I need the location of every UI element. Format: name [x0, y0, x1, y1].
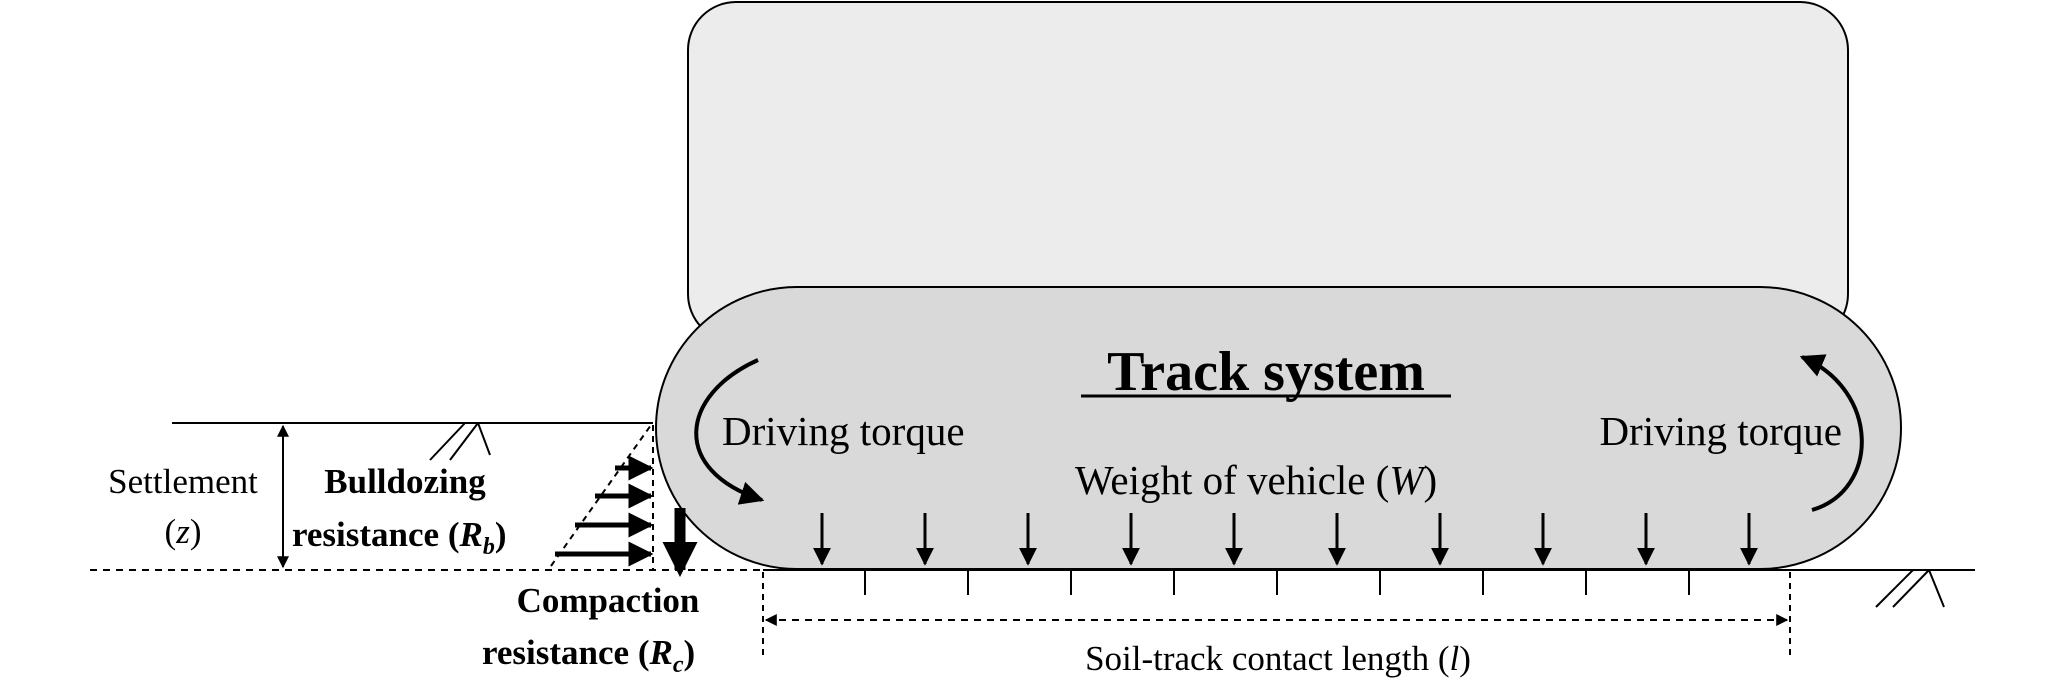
contact-length-label: Soil-track contact length (l)	[1085, 639, 1471, 678]
contact-ticks	[864, 570, 1690, 595]
settlement-symbol: (z)	[165, 512, 202, 551]
bulldozing-arrows	[555, 455, 654, 567]
bulldozing-resistance-label: resistance (Rb)	[292, 515, 507, 560]
compaction-resistance-label: resistance (Rc)	[482, 633, 695, 678]
driving-torque-arrow-right	[1799, 354, 1864, 512]
ground-hatch-left	[429, 422, 491, 461]
weight-label: Weight of vehicle (W)	[1075, 457, 1437, 503]
ground-hatch-right	[1875, 569, 1945, 608]
weight-arrows	[813, 513, 1758, 566]
track-system-title: Track system	[1107, 341, 1425, 403]
compaction-label: Compaction	[517, 581, 700, 620]
driving-torque-arrow-left	[694, 358, 765, 505]
driving-torque-label-left: Driving torque	[722, 408, 965, 454]
driving-torque-label-right: Driving torque	[1599, 408, 1842, 454]
bulldozing-wedge-diagonal	[550, 424, 652, 567]
bulldozing-label: Bulldozing	[324, 462, 486, 501]
settlement-label: Settlement	[108, 462, 258, 501]
